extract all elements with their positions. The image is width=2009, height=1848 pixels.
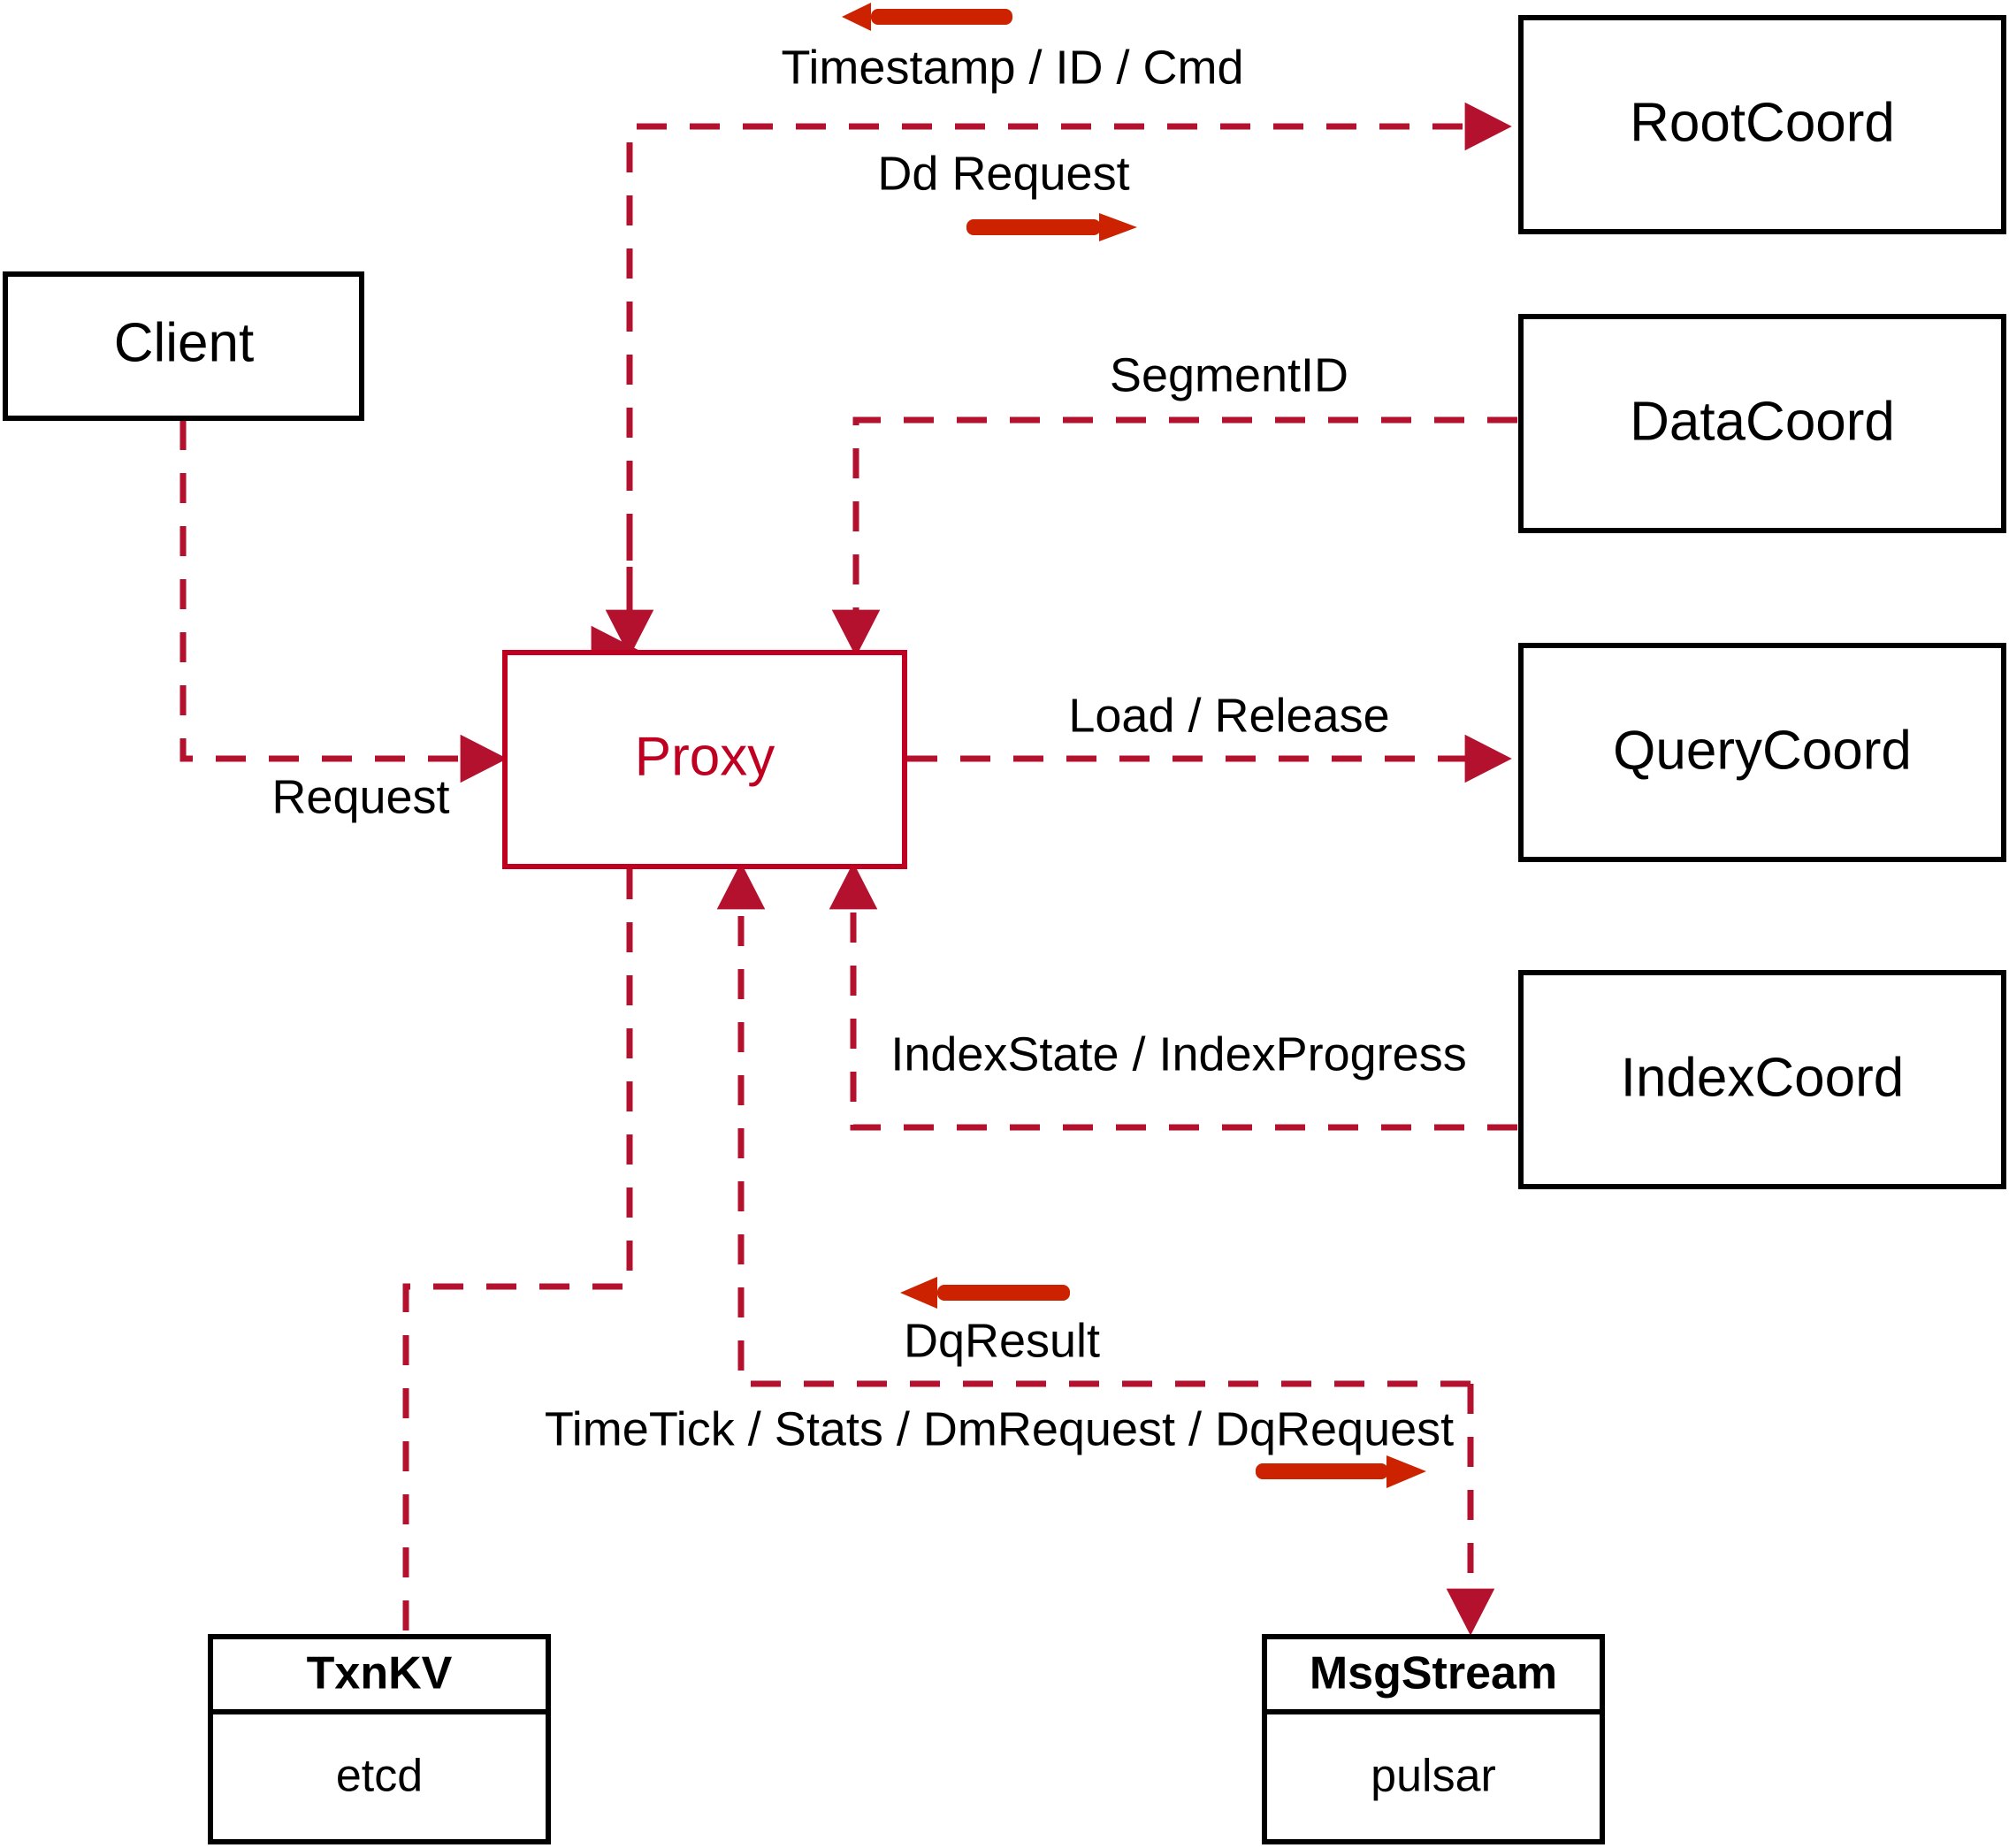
edge-label-dq-result: DqResult: [904, 1314, 1100, 1367]
edge-label-time-tick-stats-dm-dq: TimeTick / Stats / DmRequest / DqRequest: [545, 1402, 1454, 1455]
node-label-indexcoord: IndexCoord: [1621, 1047, 1905, 1108]
edge-path-request: [180, 420, 508, 783]
edge-label-index-state-progress: IndexState / IndexProgress: [890, 1027, 1466, 1081]
edge-path-index-state: [829, 862, 1517, 1131]
thick-arrow-right-dd-request: [966, 213, 1137, 241]
node-label-client: Client: [114, 312, 255, 373]
node-sublabel-txnkv-etcd: etcd: [336, 1751, 423, 1802]
node-label-rootcoord: RootCoord: [1630, 92, 1895, 153]
thick-arrow-left-timestamp: [842, 3, 1012, 31]
node-label-msgstream: MsgStream: [1310, 1648, 1557, 1699]
edge-label-load-release: Load / Release: [1068, 689, 1389, 742]
edge-path-dd-request: [605, 102, 1512, 657]
node-label-querycoord: QueryCoord: [1613, 720, 1912, 781]
edge-label-timestamp-id-cmd: Timestamp / ID / Cmd: [781, 41, 1243, 94]
node-label-proxy: Proxy: [635, 726, 775, 787]
edge-label-request: Request: [271, 770, 449, 823]
edge-path-txnkv: [402, 869, 633, 1632]
edge-label-segment-id: SegmentID: [1110, 348, 1348, 401]
thick-arrow-right-time-tick: [1256, 1455, 1426, 1488]
node-proxy[interactable]: [502, 650, 907, 869]
node-client[interactable]: [3, 271, 364, 421]
node-label-txnkv: TxnKV: [307, 1648, 453, 1699]
edge-label-dd-request: Dd Request: [877, 147, 1129, 200]
node-txnkv[interactable]: [208, 1634, 551, 1844]
edge-path-segment-id: [831, 416, 1517, 657]
node-querycoord[interactable]: [1518, 643, 2006, 862]
edge-path-dq-result: [716, 862, 1470, 1387]
node-rootcoord[interactable]: [1518, 15, 2006, 234]
node-indexcoord[interactable]: [1518, 970, 2006, 1189]
node-datacoord[interactable]: [1518, 314, 2006, 533]
node-label-datacoord: DataCoord: [1630, 391, 1895, 452]
node-msgstream[interactable]: [1262, 1634, 1605, 1844]
thick-arrow-left-dq-result: [900, 1277, 1070, 1309]
node-sublabel-msgstream-pulsar: pulsar: [1371, 1751, 1496, 1802]
